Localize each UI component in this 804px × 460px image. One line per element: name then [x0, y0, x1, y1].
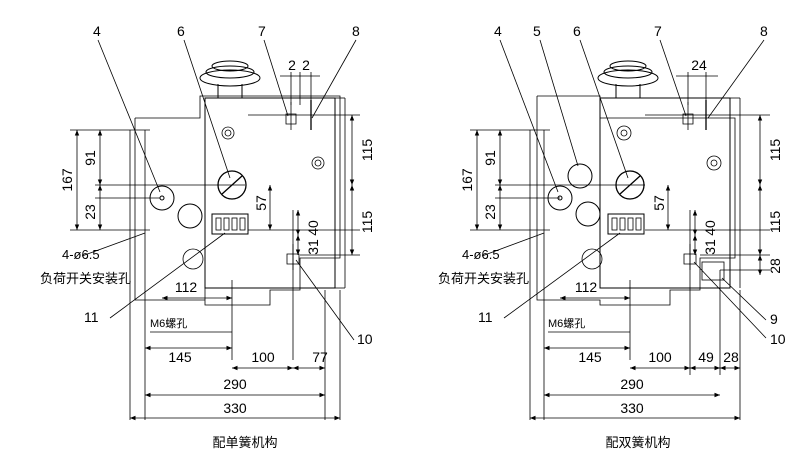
right-spring-5	[567, 163, 593, 189]
right-bottom-hole	[581, 248, 603, 270]
right-dim-91: 91	[482, 150, 498, 166]
left-top-boss	[221, 126, 235, 140]
right-drawing: 167 91 23 115 115 28 57 40 31 24	[438, 23, 786, 450]
right-center-lines	[470, 114, 770, 420]
right-bottom-dims: 145 100 49 28 290 330	[530, 345, 740, 421]
right-round-part	[575, 201, 601, 227]
right-dim-31: 31	[702, 239, 718, 255]
left-dim-115-b: 115	[359, 211, 375, 234]
left-dim-112-group: 112	[162, 279, 232, 301]
left-back-plate	[134, 95, 341, 306]
right-dim-57: 57	[651, 195, 667, 211]
right-terminal-block-11	[607, 213, 645, 235]
right-bolt-7	[682, 102, 694, 130]
left-side-boss	[311, 156, 325, 170]
left-dim-91: 91	[82, 150, 98, 166]
left-screw-label: M6螺孔	[150, 317, 187, 330]
left-hole-label: 4-ø6.5	[62, 247, 100, 262]
left-right-dims: 115 115	[349, 115, 375, 255]
left-callout-11: 11	[84, 309, 99, 325]
right-top-dims: 24	[676, 57, 718, 105]
right-dim-112: 112	[575, 279, 598, 295]
right-vertical-dims: 167 91 23	[459, 130, 503, 230]
left-bottom-hole	[182, 248, 204, 270]
right-dim-24: 24	[691, 57, 707, 73]
left-dim-31: 31	[305, 239, 321, 255]
left-drawing: 167 91 23 115 115 57 40 31 2 2	[40, 23, 375, 450]
left-dim-23: 23	[82, 204, 98, 220]
left-top-dims: 2 2	[280, 57, 320, 105]
left-callout-10: 10	[357, 331, 373, 347]
left-caption: 配单簧机构	[212, 435, 277, 450]
right-mechanism-plate	[599, 97, 741, 289]
right-callout-10: 10	[770, 331, 786, 347]
left-callout-7: 7	[258, 23, 266, 39]
right-callout-6: 6	[573, 23, 581, 39]
right-dim-28-h: 28	[723, 349, 739, 365]
left-dim-77: 77	[312, 349, 328, 365]
right-dim-115-a: 115	[767, 139, 783, 162]
right-insulator-icon	[597, 60, 659, 98]
left-terminal-block-11	[211, 213, 249, 235]
right-hole-label: 4-ø6.5	[462, 247, 500, 262]
left-dim-290: 290	[223, 376, 247, 392]
left-vertical-dims: 167 91 23	[59, 130, 103, 230]
right-callouts: 4 5 6 7 8 11 9 10	[478, 23, 786, 347]
right-right-dims: 115 115 28	[757, 115, 783, 275]
right-dim-49: 49	[698, 349, 714, 365]
right-dim-145: 145	[578, 349, 602, 365]
right-hole-note: 4-ø6.5 负荷开关安装孔 M6螺孔	[438, 232, 630, 333]
right-inner-dims: 57 40 31	[651, 185, 718, 255]
left-dim-112: 112	[175, 279, 198, 295]
right-dim-290: 290	[620, 376, 644, 392]
right-callout-11: 11	[478, 309, 493, 325]
left-dim-145: 145	[168, 349, 192, 365]
left-dim-330: 330	[223, 400, 247, 416]
right-dim-167: 167	[459, 168, 475, 192]
left-round-part	[177, 203, 203, 229]
left-dim-100: 100	[251, 349, 275, 365]
right-side-boss	[706, 155, 722, 171]
left-inner-dims: 57 40 31	[253, 185, 321, 255]
left-dim-40: 40	[305, 220, 321, 236]
left-bottom-dims: 145 100 77 290 330	[130, 290, 341, 421]
left-center-lines	[70, 114, 360, 420]
left-hole-note: 4-ø6.5 负荷开关安装孔 M6螺孔	[40, 232, 232, 333]
left-insulator-icon	[199, 60, 261, 98]
left-dim-57: 57	[253, 195, 269, 211]
right-dim-112-group: 112	[560, 279, 630, 301]
right-top-boss	[616, 125, 632, 141]
left-callout-8: 8	[352, 23, 360, 39]
right-dim-40: 40	[702, 220, 718, 236]
left-bolt-7	[285, 102, 297, 130]
left-callout-6: 6	[177, 23, 185, 39]
right-dim-330: 330	[620, 400, 644, 416]
right-dim-28-v: 28	[767, 258, 783, 274]
right-callout-5: 5	[533, 23, 541, 39]
left-dim-167: 167	[59, 168, 75, 192]
right-dim-115-b: 115	[767, 211, 783, 234]
left-callouts: 4 6 7 8 11 10	[84, 23, 373, 347]
right-callout-8: 8	[760, 23, 768, 39]
right-callout-4: 4	[494, 23, 502, 39]
right-hole-caption: 负荷开关安装孔	[438, 271, 529, 286]
left-mechanism-plate	[204, 97, 346, 289]
right-dim-100: 100	[648, 349, 672, 365]
left-dim-2-a: 2	[288, 57, 296, 73]
right-callout-7: 7	[654, 23, 662, 39]
right-caption: 配双簧机构	[605, 435, 670, 450]
left-hole-caption: 负荷开关安装孔	[40, 271, 131, 286]
right-screw-label: M6螺孔	[548, 317, 585, 330]
left-dim-2-b: 2	[302, 57, 310, 73]
right-callout-9: 9	[770, 311, 778, 327]
right-dim-23: 23	[482, 204, 498, 220]
right-bracket-9	[701, 261, 725, 281]
left-callout-4: 4	[93, 23, 101, 39]
left-dim-115-a: 115	[359, 139, 375, 162]
